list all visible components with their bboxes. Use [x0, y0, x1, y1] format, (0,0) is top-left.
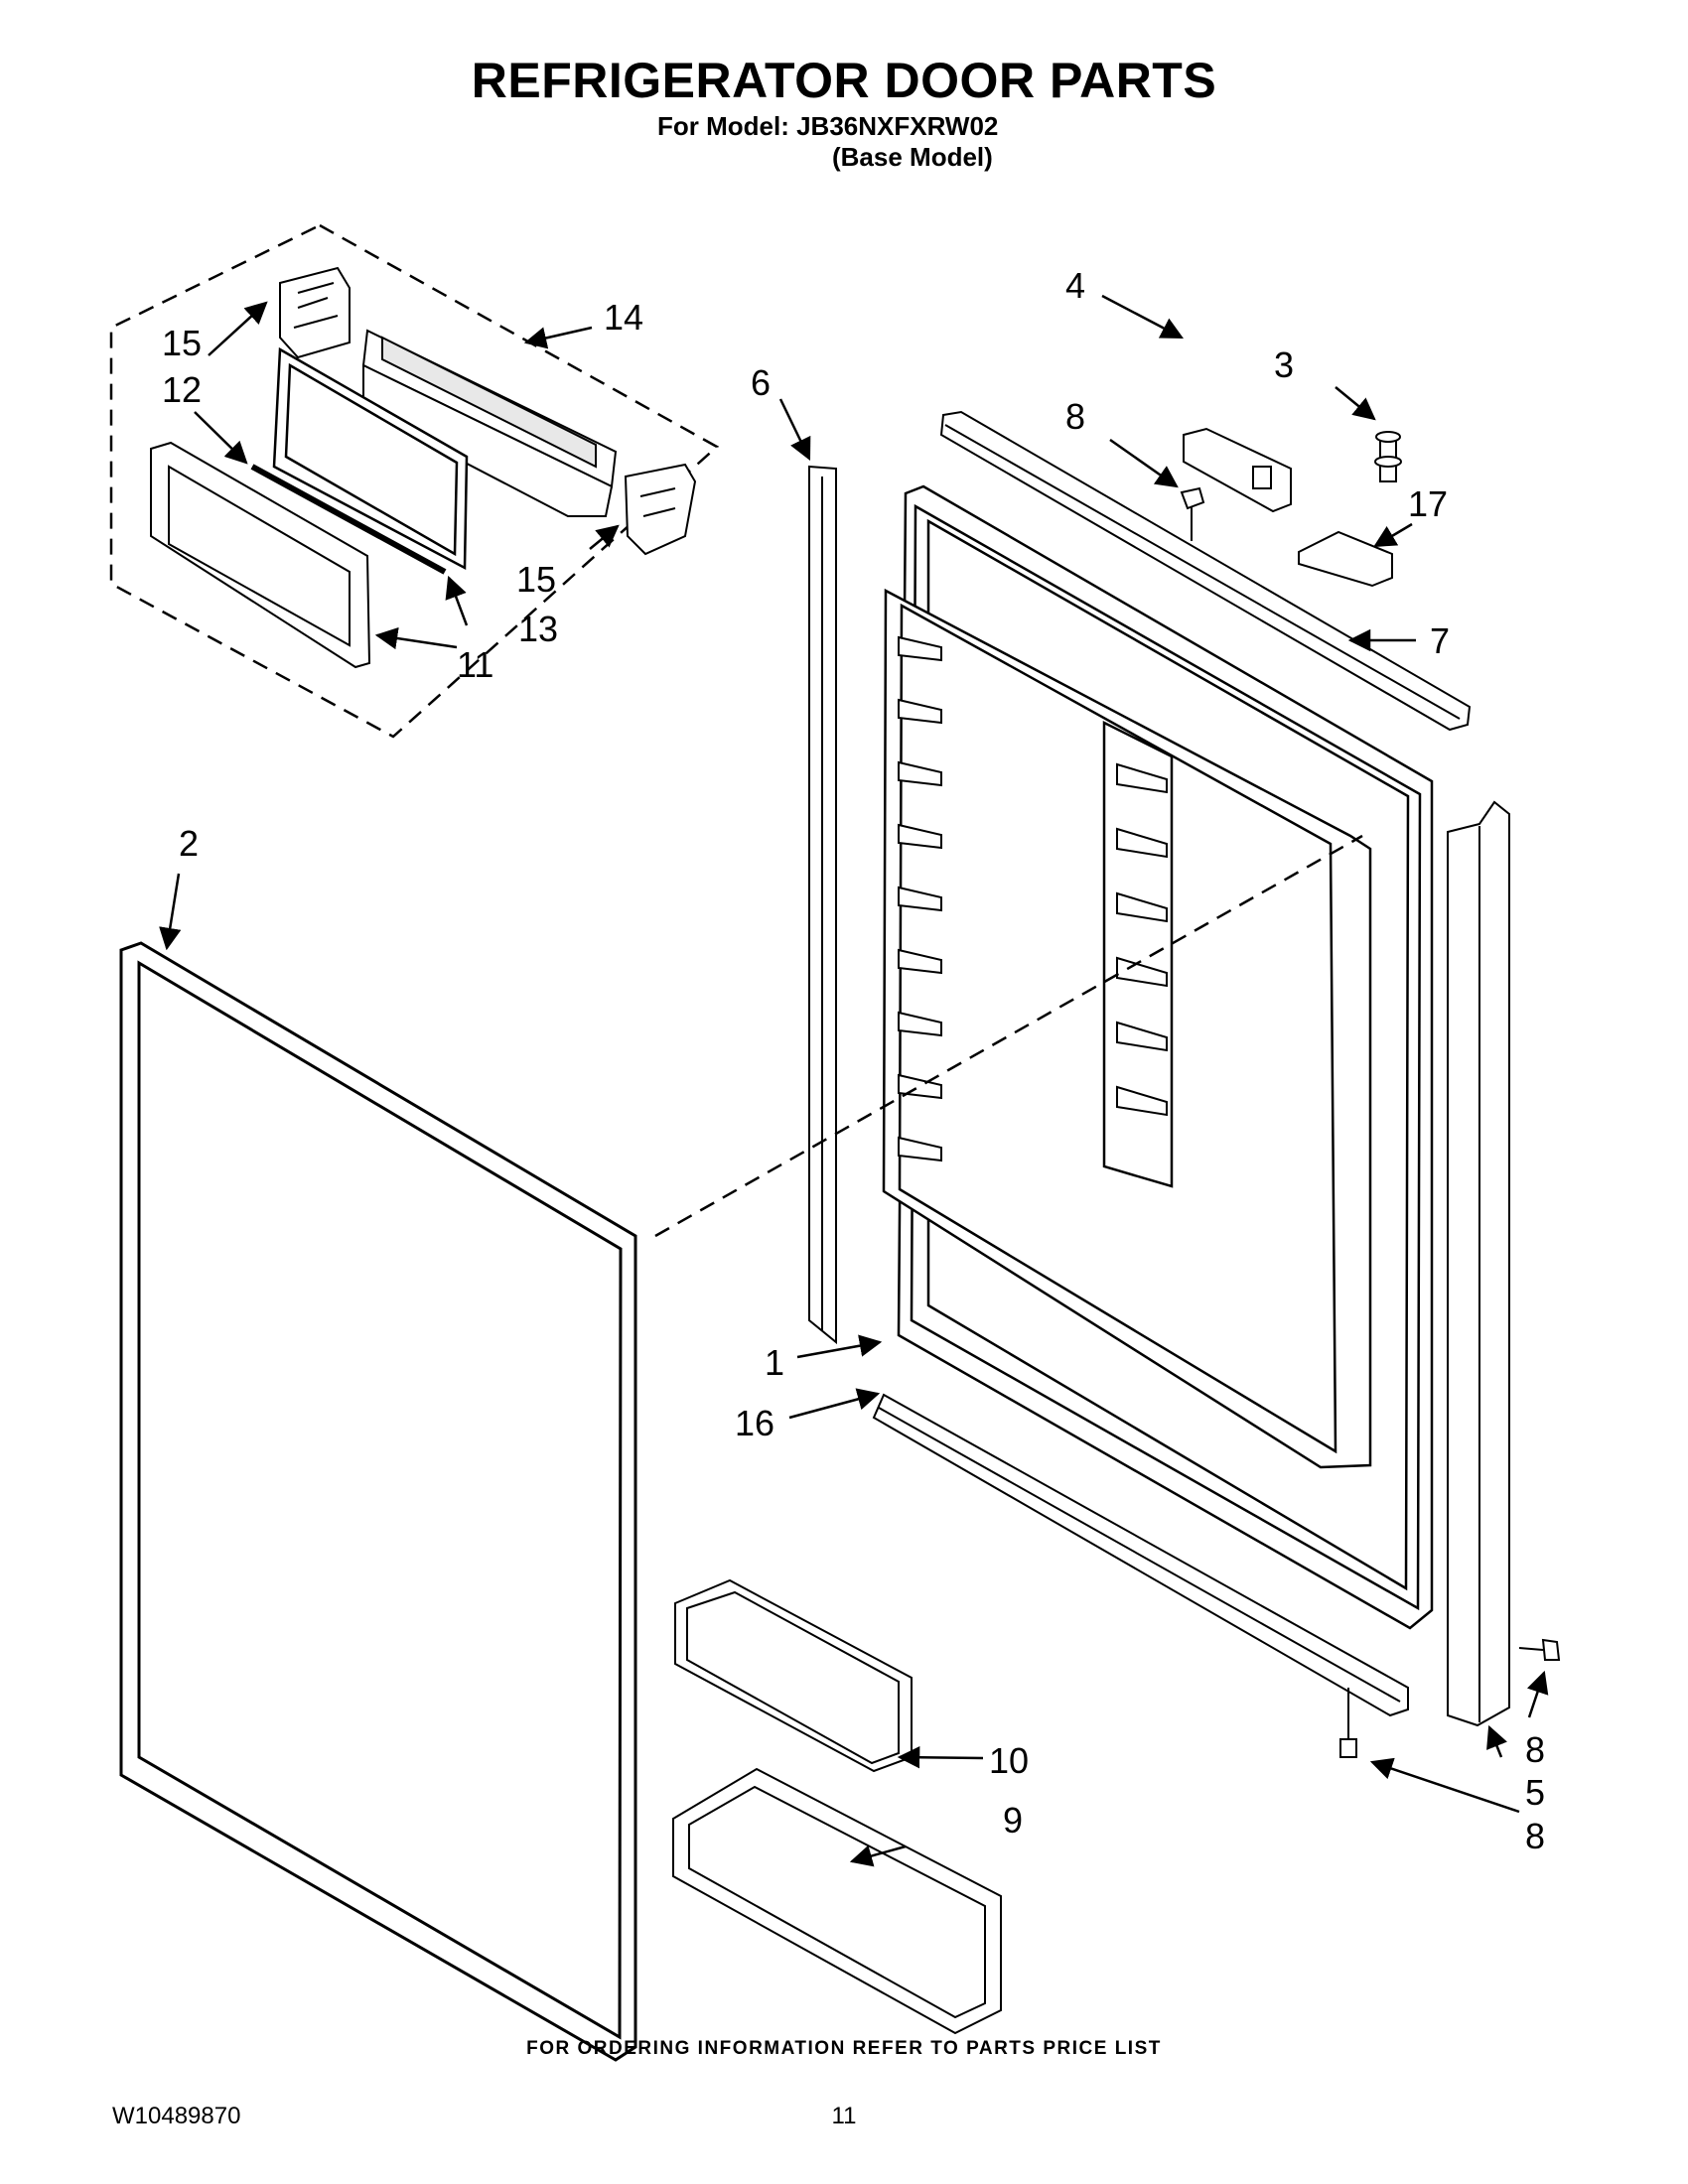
part-13-bin-window: [272, 346, 469, 571]
callout-1: 1: [765, 1342, 784, 1383]
part-9-large-door-bin: [672, 1767, 1002, 2035]
ordering-note: FOR ORDERING INFORMATION REFER TO PARTS …: [526, 2038, 1162, 2059]
part-4-hinge: [1183, 427, 1292, 513]
bin-assembly-group-outline: [109, 223, 720, 739]
callout-8-bottom: 8: [1525, 1816, 1545, 1856]
callout-7: 7: [1430, 620, 1450, 661]
part-14-bin-frame: [361, 329, 618, 517]
page-number: 11: [831, 2103, 857, 2129]
callout-17: 17: [1408, 483, 1448, 524]
part-8-screw-top: [1180, 486, 1205, 541]
part-15-end-cap-lower: [624, 463, 697, 556]
callout-13: 13: [518, 609, 558, 649]
part-17-hinge-bracket: [1298, 530, 1393, 588]
callout-5: 5: [1525, 1772, 1545, 1813]
door-shelf-supports-left: [898, 635, 942, 1162]
part-7-top-trim: [939, 410, 1472, 732]
callout-14: 14: [604, 297, 643, 338]
part-15-end-cap-upper: [279, 266, 351, 359]
callout-4: 4: [1065, 265, 1085, 306]
part-2-door-gasket: [119, 941, 637, 2062]
part-3-hinge-pin: [1374, 431, 1402, 482]
base-model-label: (Base Model): [832, 142, 993, 172]
callout-16: 16: [735, 1403, 774, 1443]
part-12-trim-strip: [250, 464, 447, 575]
gasket-alignment-line: [654, 834, 1363, 1238]
part-1-door-liner: [882, 484, 1434, 1630]
part-16-bottom-trim: [872, 1393, 1409, 1717]
callout-labels: 15 12 14 15 13 11 2 6 4 3 8 17 7 1 16 10…: [162, 265, 1545, 1856]
callout-12: 12: [162, 369, 202, 410]
callout-15-upper: 15: [162, 323, 202, 363]
leader-arrows: [159, 294, 1549, 1867]
document-number: W10489870: [112, 2103, 241, 2129]
callout-3: 3: [1274, 344, 1294, 385]
callout-9: 9: [1003, 1800, 1023, 1841]
callout-11: 11: [457, 644, 493, 685]
part-8-screw-side: [1518, 1638, 1561, 1661]
callout-10: 10: [989, 1740, 1029, 1781]
callout-6: 6: [751, 362, 771, 403]
model-line: For Model: JB36NXFXRW02: [657, 111, 999, 141]
page-title: REFRIGERATOR DOOR PARTS: [471, 53, 1217, 108]
part-10-small-door-bin: [674, 1578, 913, 1773]
callout-2: 2: [179, 823, 199, 864]
part-11-bin-front: [150, 441, 371, 669]
callout-15-lower: 15: [516, 559, 556, 600]
part-8-screw-bottom: [1339, 1688, 1357, 1758]
door-shelf-supports-right: [1116, 762, 1168, 1117]
part-6-left-trim: [808, 465, 837, 1345]
callout-8-side: 8: [1525, 1729, 1545, 1770]
callout-8-top: 8: [1065, 396, 1085, 437]
part-5-right-trim: [1447, 800, 1510, 1727]
